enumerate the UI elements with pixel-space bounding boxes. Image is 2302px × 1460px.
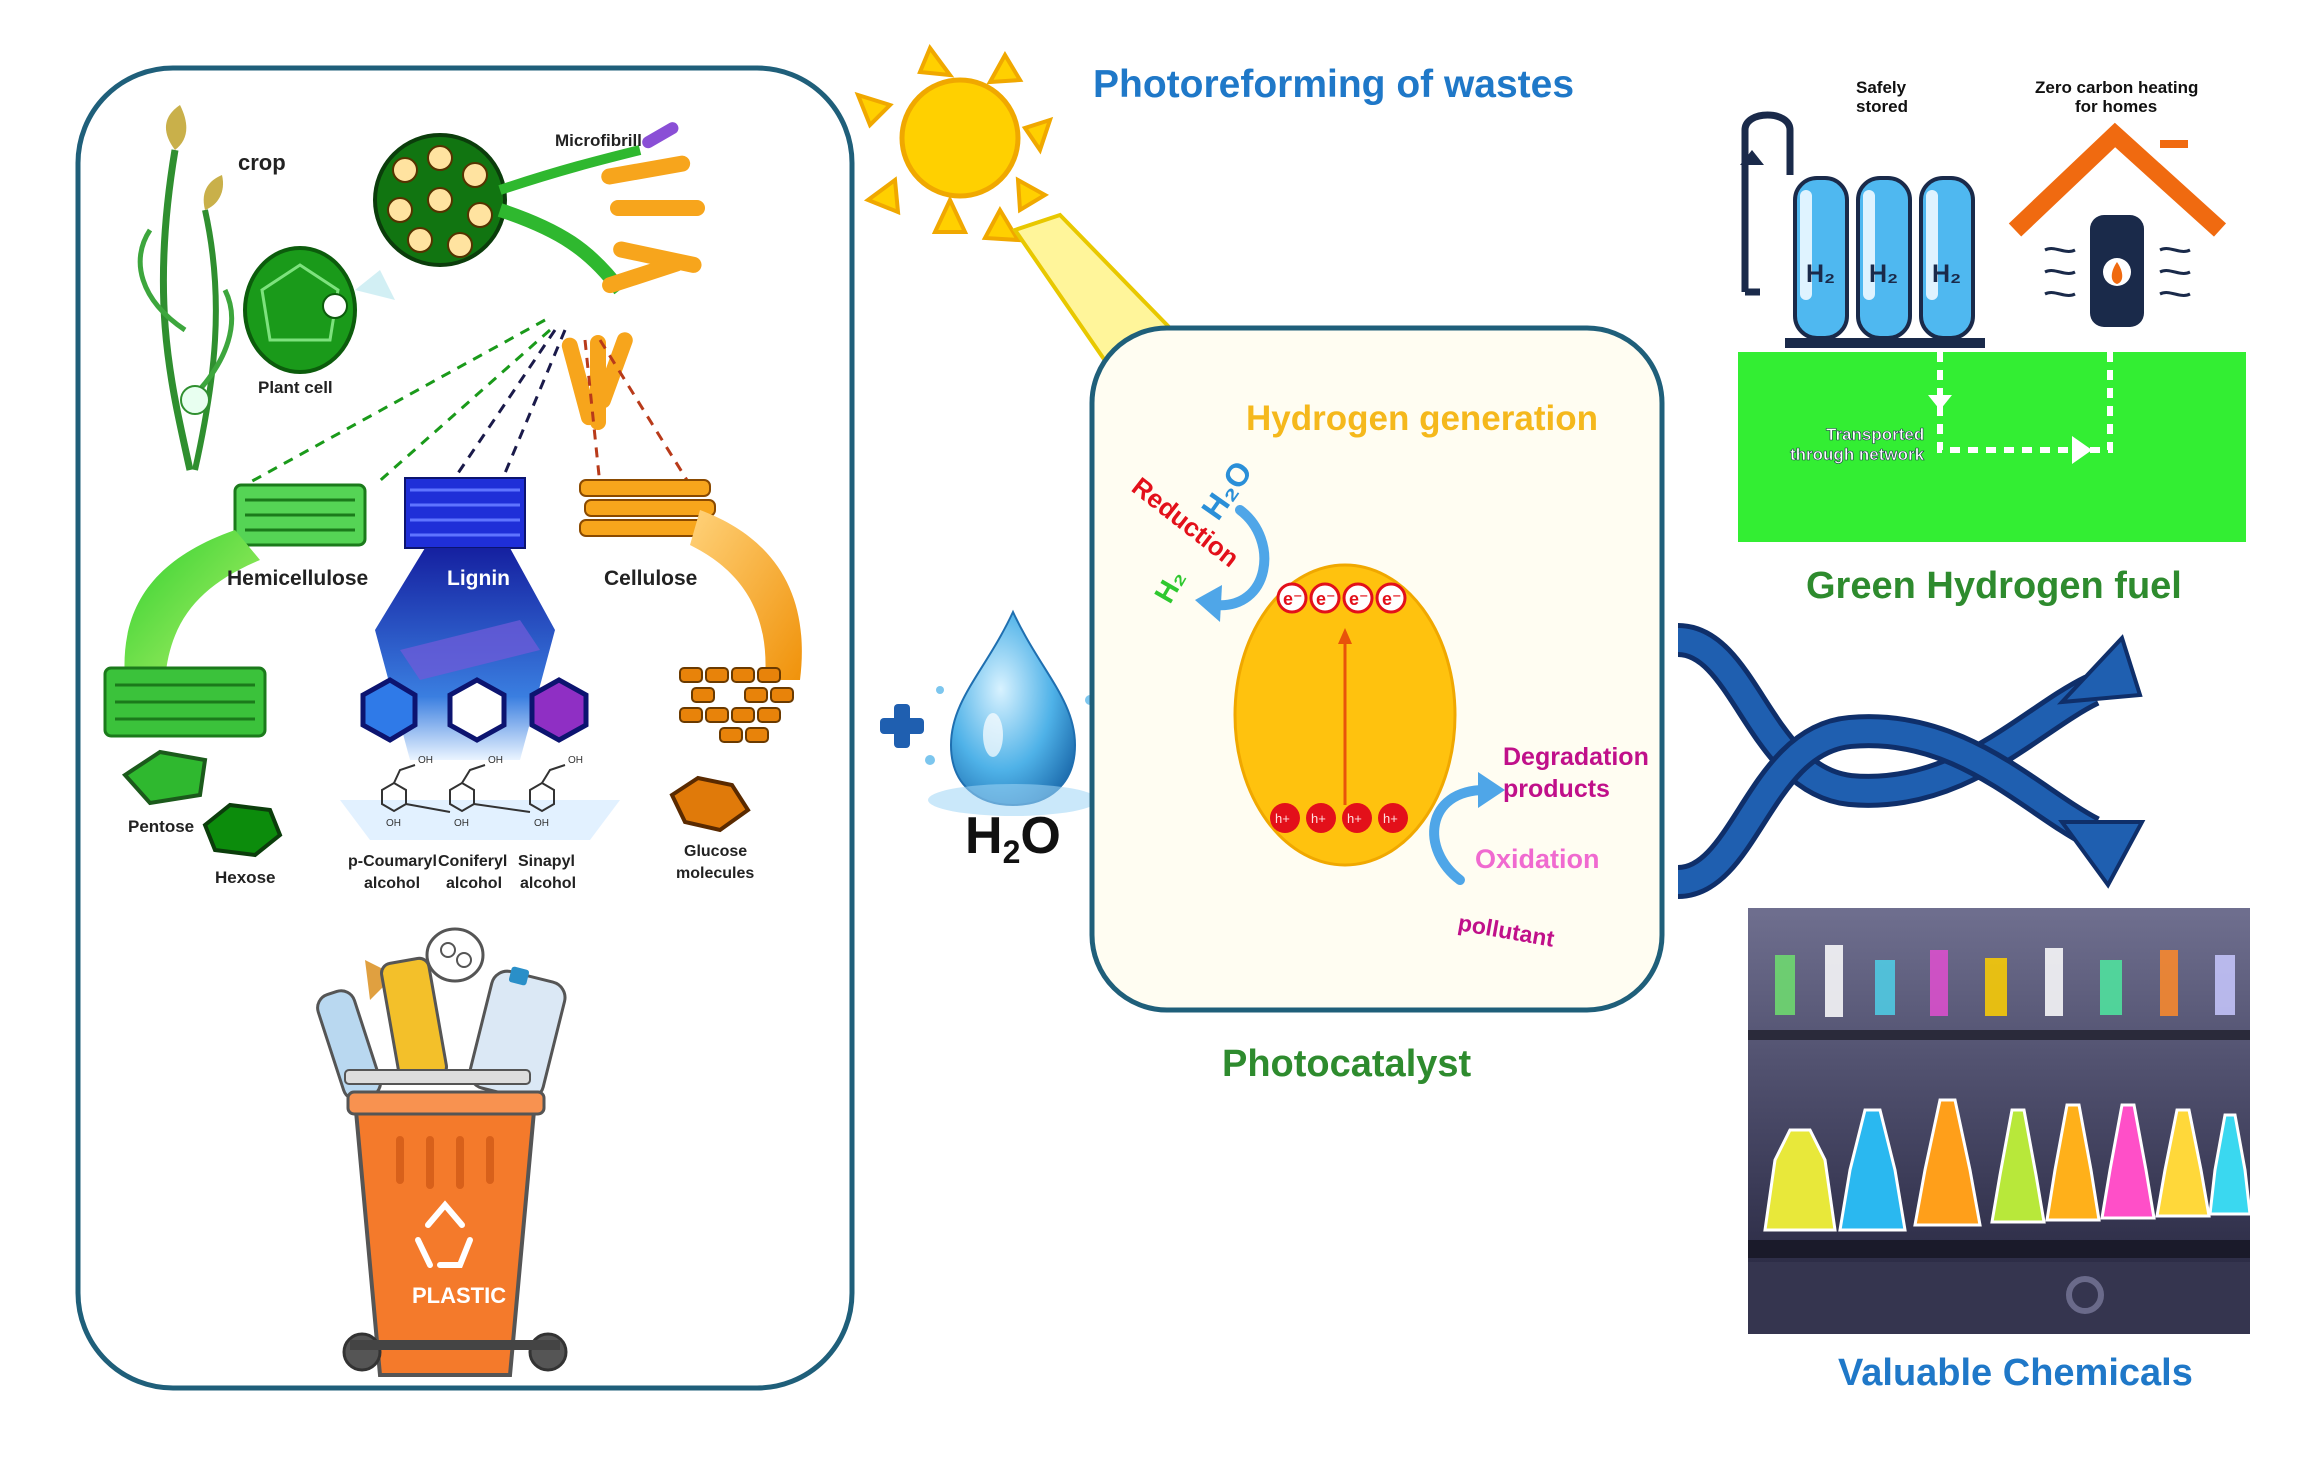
pentose-icon bbox=[121, 749, 208, 806]
p-coumaryl-label-1: p-Coumaryl bbox=[348, 853, 437, 870]
oxidation-arrow bbox=[1429, 785, 1490, 885]
valuable-chemicals-image bbox=[1748, 908, 2252, 1334]
oh-label-1: OH bbox=[418, 755, 433, 766]
hexose-label: Hexose bbox=[215, 868, 275, 887]
pentose-label: Pentose bbox=[128, 817, 194, 836]
electron-1: e⁻ bbox=[1283, 589, 1303, 609]
hydrogen-infrastructure bbox=[1738, 111, 2246, 542]
green-hydrogen-caption: Green Hydrogen fuel bbox=[1806, 565, 2182, 607]
electron-4: e⁻ bbox=[1382, 589, 1402, 609]
plastic-waste-bin bbox=[316, 927, 568, 1377]
tank-label-1: H₂ bbox=[1806, 260, 1835, 288]
hole-1: h+ bbox=[1275, 811, 1290, 826]
oh-label-3: OH bbox=[568, 755, 583, 766]
hole-2: h+ bbox=[1311, 811, 1326, 826]
hemicellulose-icon bbox=[103, 483, 367, 738]
safely-stored-label-1: Safely bbox=[1856, 78, 1907, 97]
transported-label-2: through network bbox=[1790, 445, 1925, 464]
photocatalyst-caption: Photocatalyst bbox=[1222, 1043, 1472, 1085]
plastic-label: PLASTIC bbox=[412, 1283, 506, 1308]
hydrogen-generation-heading: Hydrogen generation bbox=[1246, 399, 1598, 438]
crop-label: crop bbox=[238, 150, 286, 175]
coniferyl-label-2: alcohol bbox=[446, 875, 502, 892]
diagram-title: Photoreforming of wastes bbox=[1093, 63, 1574, 106]
valuable-chemicals-caption: Valuable Chemicals bbox=[1838, 1352, 2193, 1394]
water-drop-icon bbox=[925, 609, 1099, 816]
transported-label-1: Transported bbox=[1826, 425, 1924, 444]
oh-label-2: OH bbox=[488, 755, 503, 766]
output-arrows bbox=[1676, 623, 2146, 899]
electron-2: e⁻ bbox=[1316, 589, 1336, 609]
lignin-icon bbox=[340, 477, 620, 840]
waste-sources-panel bbox=[75, 65, 855, 1391]
lignin-label: Lignin bbox=[447, 567, 510, 590]
monolignol-structures bbox=[381, 764, 566, 813]
electron-row bbox=[1276, 582, 1407, 614]
safely-stored-label-2: stored bbox=[1856, 97, 1908, 116]
sinapyl-label-1: Sinapyl bbox=[518, 853, 575, 870]
degradation-label-1: Degradation bbox=[1503, 743, 1649, 771]
cellulose-icon bbox=[579, 479, 802, 743]
hemicellulose-label: Hemicellulose bbox=[227, 567, 368, 590]
reduction-arrowhead bbox=[1195, 585, 1222, 622]
fiber-connectors bbox=[244, 318, 692, 487]
crop-icon bbox=[137, 105, 234, 471]
microfibril-icon bbox=[373, 122, 705, 430]
tank-label-3: H₂ bbox=[1932, 260, 1961, 288]
glucose-label-1: Glucose bbox=[684, 843, 747, 860]
oh-label-6: OH bbox=[534, 818, 549, 829]
plus-icon-left bbox=[880, 704, 924, 748]
hole-row bbox=[1270, 803, 1408, 833]
water-label: H2O bbox=[965, 807, 1061, 870]
microfibril-label: Microfibrill bbox=[555, 131, 642, 150]
oh-label-4: OH bbox=[386, 818, 401, 829]
p-coumaryl-label-2: alcohol bbox=[364, 875, 420, 892]
sinapyl-label-2: alcohol bbox=[520, 875, 576, 892]
coniferyl-label-1: Coniferyl bbox=[438, 853, 507, 870]
plant-cell-icon bbox=[243, 246, 395, 374]
hexose-icon bbox=[202, 802, 283, 858]
oxidation-arrowhead bbox=[1478, 772, 1505, 808]
zero-carbon-label-1: Zero carbon heating bbox=[2035, 78, 2198, 97]
glucose-icon bbox=[669, 775, 751, 833]
plant-cell-label: Plant cell bbox=[258, 378, 333, 397]
excitation-arrowhead bbox=[1338, 628, 1352, 644]
oh-label-5: OH bbox=[454, 818, 469, 829]
cellulose-label: Cellulose bbox=[604, 567, 697, 590]
degradation-label-2: products bbox=[1503, 775, 1610, 803]
tank-label-2: H₂ bbox=[1869, 260, 1898, 288]
electron-3: e⁻ bbox=[1349, 589, 1369, 609]
reduction-arrow bbox=[1210, 505, 1270, 611]
zero-carbon-label-2: for homes bbox=[2075, 97, 2157, 116]
hole-3: h+ bbox=[1347, 811, 1362, 826]
glucose-label-2: molecules bbox=[676, 865, 754, 882]
oxidation-label: Oxidation bbox=[1475, 844, 1600, 874]
hole-4: h+ bbox=[1383, 811, 1398, 826]
